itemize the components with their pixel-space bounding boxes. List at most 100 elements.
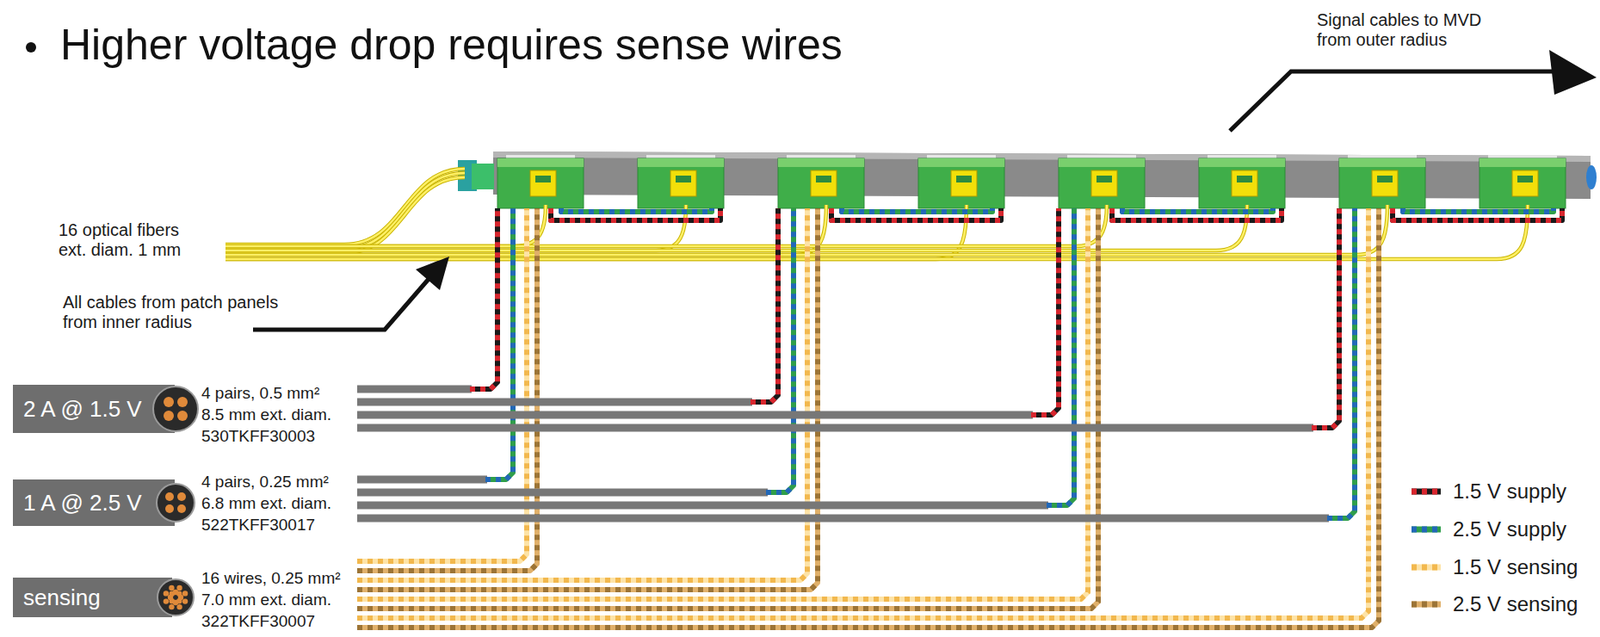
- conductor: [176, 598, 182, 604]
- conductor: [176, 591, 182, 597]
- sense-pair: [357, 208, 808, 581]
- supply-pair: [1122, 208, 1273, 212]
- sense-pair: [357, 208, 818, 590]
- conductor: [177, 504, 186, 513]
- conductor: [177, 492, 186, 501]
- board-edge: [1058, 158, 1145, 167]
- legend-sample: [1411, 564, 1441, 571]
- supply-pair: [1327, 208, 1355, 519]
- cable-spec: 522TKFF30017: [201, 515, 316, 535]
- supply-pair: [1402, 208, 1554, 212]
- legend-sample: [1411, 488, 1441, 495]
- bullet-dot: [25, 42, 37, 53]
- connector-chip: [1512, 170, 1539, 197]
- cable-tag: 1 A @ 2.5 V: [12, 479, 175, 526]
- cable-spec: 6.8 mm ext. diam.: [201, 494, 332, 513]
- cable-spec: 4 pairs, 0.25 mm²: [201, 472, 329, 492]
- connector-chip: [951, 170, 977, 197]
- supply-pair: [766, 208, 794, 493]
- readout-board: [1058, 158, 1145, 209]
- board-edge: [918, 158, 1005, 167]
- supply-pair: [841, 208, 993, 212]
- callout-label: 16 optical fibers ext. diam. 1 mm: [58, 220, 210, 260]
- cable-tag-text: 1 A @ 2.5 V: [23, 489, 143, 517]
- connector-pins: [1236, 175, 1253, 183]
- legend-sample: [1411, 601, 1441, 608]
- connector-chip: [530, 170, 556, 197]
- cable-jacket: [357, 398, 753, 407]
- connector-pins: [815, 175, 832, 183]
- conductor: [177, 410, 188, 421]
- connector-chip: [670, 170, 697, 197]
- cable-tag: 2 A @ 1.5 V: [12, 384, 175, 433]
- optical-fiber: [225, 172, 465, 249]
- callout-label: All cables from patch panels from inner …: [62, 292, 296, 333]
- callout-arrow-line: [1229, 71, 1555, 131]
- readout-board: [637, 158, 724, 209]
- readout-board: [497, 158, 584, 209]
- connector-pins: [535, 175, 551, 183]
- connector-pins: [1517, 175, 1533, 183]
- connector-pins: [1377, 175, 1393, 183]
- callout-arrow-line: [253, 277, 430, 330]
- cable-jacket: [357, 424, 1314, 433]
- optical-fiber: [225, 177, 465, 254]
- board-edge: [778, 158, 865, 167]
- connector-chip: [810, 170, 837, 197]
- supply-pair: [841, 208, 993, 212]
- cable-jacket: [357, 488, 768, 497]
- supply-pair: [485, 208, 513, 480]
- connector-pins: [1096, 175, 1112, 183]
- optical-fiber: [225, 177, 465, 254]
- readout-board: [778, 158, 865, 209]
- cable-tag-text: sensing: [23, 584, 101, 612]
- conductor: [182, 598, 188, 604]
- cable-jacket: [357, 411, 1033, 420]
- cable-jacket: [357, 385, 472, 394]
- optical-fiber: [225, 204, 1248, 251]
- supply-pair: [1046, 208, 1075, 506]
- readout-board: [1198, 158, 1285, 209]
- supply-pair: [1311, 208, 1340, 428]
- supply-pair: [1122, 208, 1273, 212]
- connector-pins: [956, 175, 972, 183]
- wire-group: [225, 168, 1563, 628]
- supply-pair: [1046, 208, 1075, 506]
- stave-end-cap: [1586, 165, 1597, 190]
- board-edge: [1339, 158, 1426, 167]
- supply-pair: [831, 208, 1001, 221]
- sense-pair: [357, 208, 818, 590]
- supply-pair: [1031, 208, 1059, 415]
- sense-pair: [357, 208, 1099, 609]
- sense-pair: [357, 208, 1379, 628]
- optical-fiber: [225, 204, 1528, 260]
- supply-pair: [766, 208, 794, 493]
- optical-fiber: [225, 168, 465, 245]
- conductor: [172, 599, 179, 606]
- supply-pair: [750, 208, 779, 402]
- board-edge: [497, 158, 584, 167]
- cable-spec: 530TKFF30003: [201, 426, 316, 446]
- optical-fiber: [225, 172, 465, 249]
- supply-pair: [1111, 208, 1282, 221]
- cable-spec: 322TKFF30007: [201, 611, 316, 631]
- supply-pair: [485, 208, 513, 480]
- connector-pins: [675, 175, 692, 183]
- cable-spec: 7.0 mm ext. diam.: [201, 590, 332, 610]
- conductor: [176, 585, 182, 591]
- readout-board: [1339, 158, 1426, 209]
- connector-chip: [1231, 170, 1258, 197]
- legend-sample: [1411, 601, 1441, 608]
- sense-pair: [357, 208, 1088, 600]
- optical-fiber: [225, 204, 1528, 260]
- readout-board: [918, 158, 1005, 209]
- supply-pair: [1031, 208, 1059, 415]
- optical-fiber: [225, 204, 1248, 251]
- conductor: [182, 590, 188, 596]
- supply-pair: [1327, 208, 1355, 519]
- sense-pair: [357, 208, 1099, 609]
- supply-pair: [831, 208, 1001, 221]
